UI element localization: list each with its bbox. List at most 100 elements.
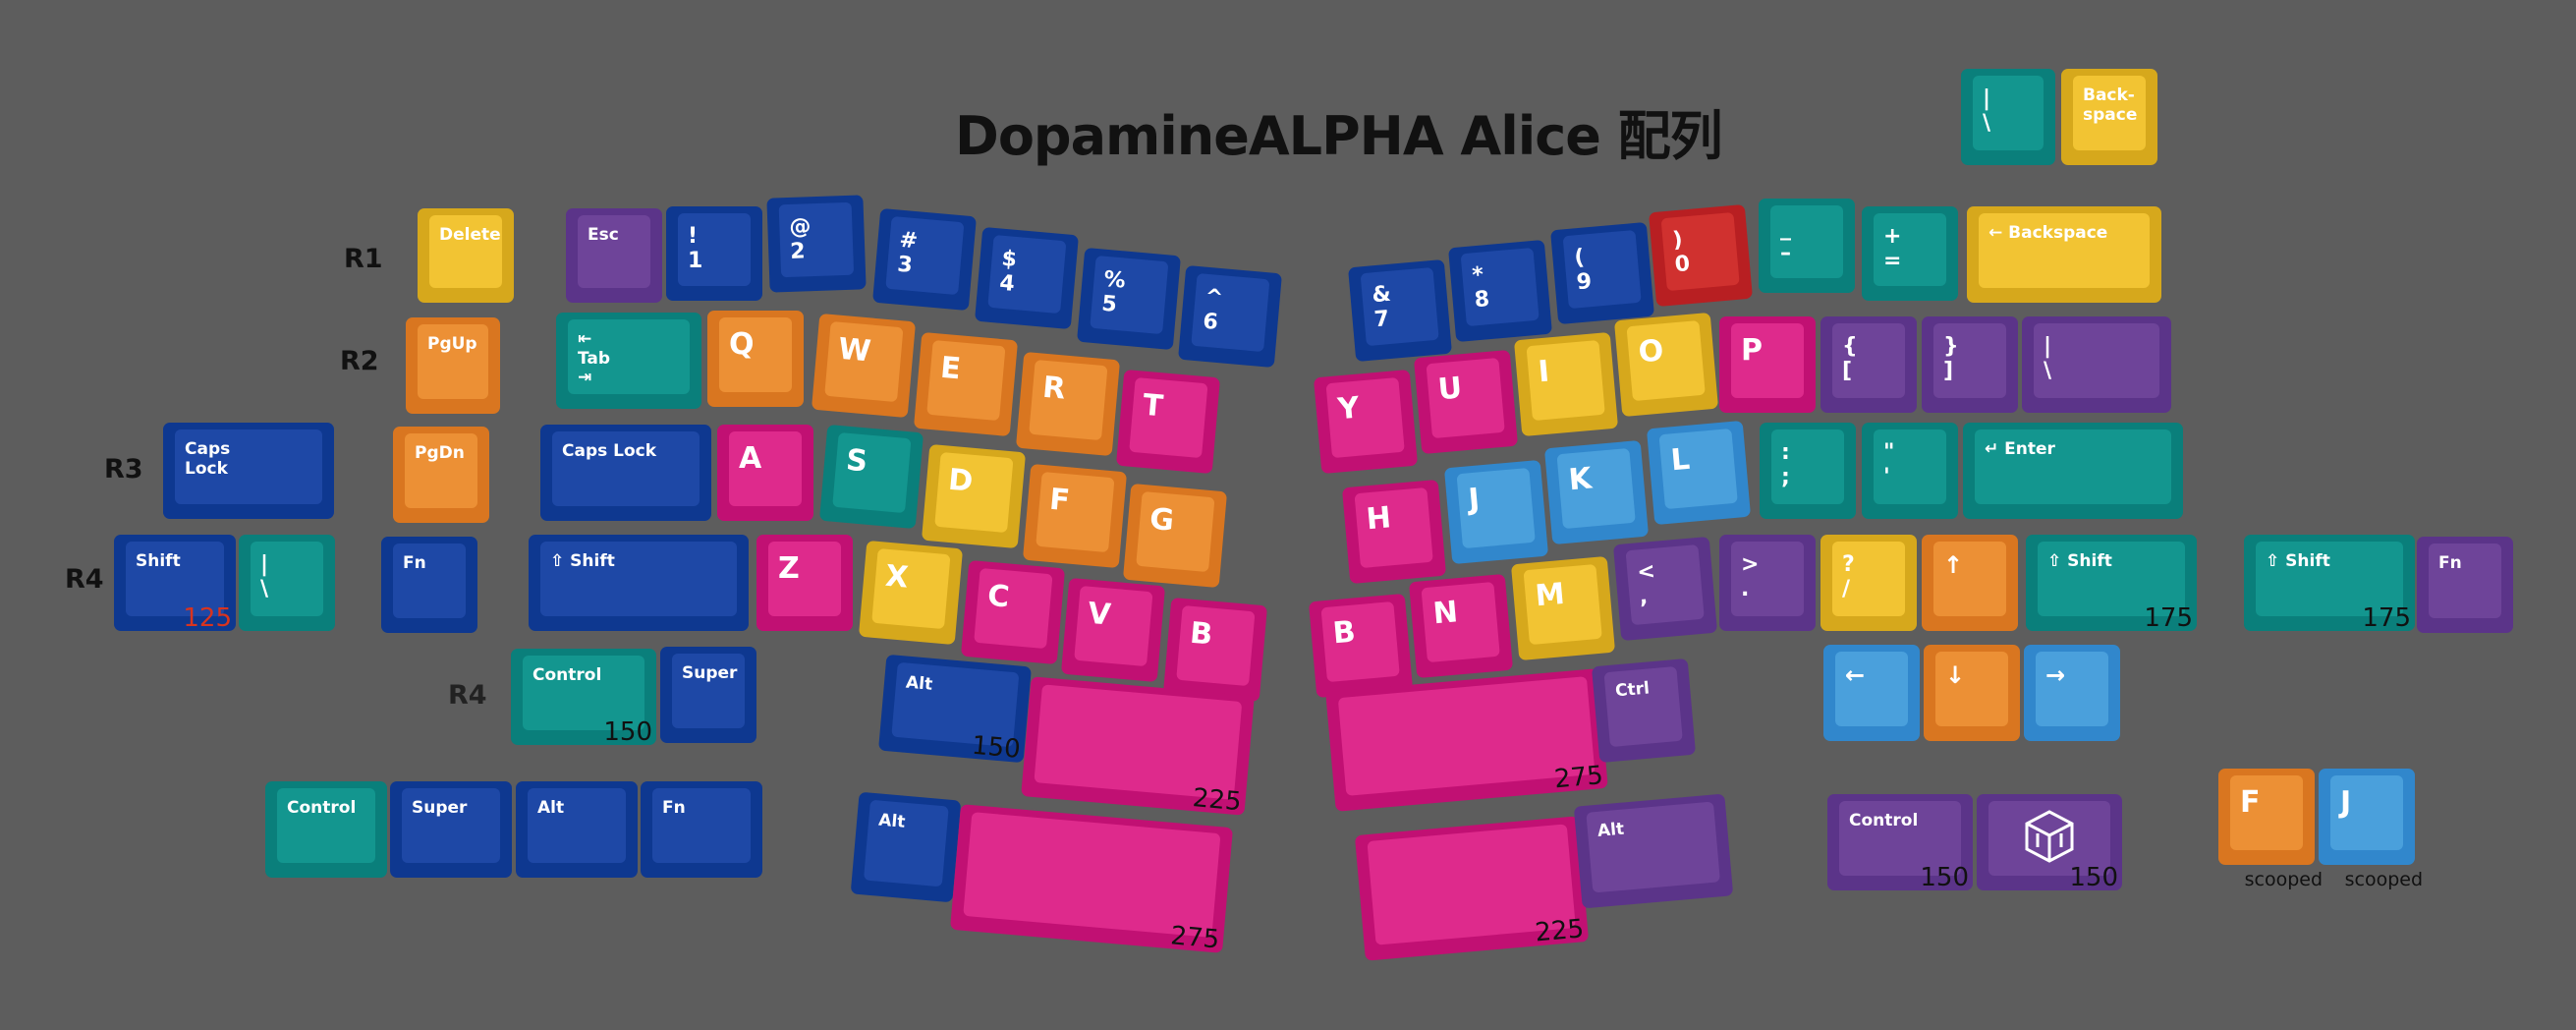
keycap-top xyxy=(1832,542,1905,616)
key-esc: Esc xyxy=(566,208,662,303)
key-legend: B xyxy=(1188,615,1214,653)
key-legend: H xyxy=(1365,500,1393,538)
keycap-top xyxy=(672,654,745,728)
key-legend: F xyxy=(2240,785,2261,820)
keycap-top xyxy=(1839,801,1961,876)
key-legend: T xyxy=(1141,387,1165,425)
key-legend: ⇧ Shift xyxy=(550,551,615,571)
key-legend: V xyxy=(1086,596,1113,633)
key-m: M xyxy=(1510,555,1616,661)
keycap-top xyxy=(552,431,700,506)
key-lbrace: { [ xyxy=(1820,316,1917,413)
row-label-r3: R3 xyxy=(104,454,143,485)
key-legend: : ; xyxy=(1781,440,1790,490)
key-legend: ) 0 xyxy=(1671,227,1692,278)
key-k: K xyxy=(1543,439,1650,545)
key-s: S xyxy=(818,424,924,530)
key-legend: + = xyxy=(1883,224,1902,274)
keycap-top xyxy=(1832,323,1905,398)
key-legend: U xyxy=(1436,371,1464,408)
key-legend: " ' xyxy=(1883,440,1895,490)
key-pipe-small: | \ xyxy=(239,535,335,631)
key-legend: ⇧ Shift xyxy=(2047,551,2112,571)
key-slash: ? / xyxy=(1820,535,1917,631)
key-legend: ↵ Enter xyxy=(1985,439,2055,459)
key-legend: ( 9 xyxy=(1573,245,1594,296)
key-fn-right: Fn xyxy=(2417,537,2513,633)
key-semi: : ; xyxy=(1760,423,1856,519)
key-legend: % 5 xyxy=(1100,266,1127,318)
key-legend: ? / xyxy=(1842,552,1855,602)
keycap-top xyxy=(2429,544,2501,618)
key-y: Y xyxy=(1313,369,1419,475)
key-legend: | \ xyxy=(2044,334,2052,384)
key-minus: _ – xyxy=(1759,199,1855,293)
page-title: DopamineALPHA Alice 配列 xyxy=(955,105,1723,167)
key-legend: } ] xyxy=(1943,334,1959,384)
key-k5: % 5 xyxy=(1077,247,1181,351)
key-d: D xyxy=(921,443,1027,549)
key-legend: B xyxy=(1331,614,1358,652)
key-legend: W xyxy=(836,331,872,370)
key-legend: < , xyxy=(1636,558,1656,610)
key-legend: E xyxy=(938,350,963,387)
keycap-top xyxy=(1731,323,1804,398)
keycap-top xyxy=(402,788,500,863)
keycap-top xyxy=(568,319,690,394)
row-label-r2: R2 xyxy=(340,346,379,376)
keycap-top xyxy=(1835,652,1908,726)
key-size-note: 125 xyxy=(183,603,232,633)
key-legend: Q xyxy=(729,327,755,362)
key-left: ← xyxy=(1823,645,1920,741)
keycap-top xyxy=(719,317,792,392)
key-legend: # 3 xyxy=(896,227,920,279)
key-k2: @ 2 xyxy=(766,195,867,293)
key-legend: C xyxy=(985,578,1011,615)
key-legend: Esc xyxy=(588,225,619,245)
key-legend: Control xyxy=(287,798,357,818)
key-legend: A xyxy=(739,441,762,476)
keycap-top xyxy=(251,542,323,616)
key-enter: ↵ Enter xyxy=(1963,423,2183,519)
keycap-top xyxy=(1770,205,1843,278)
keycap-top xyxy=(1933,323,2006,398)
key-legend: $ 4 xyxy=(998,246,1018,298)
key-z: Z xyxy=(756,535,853,631)
keycap-top xyxy=(1975,429,2171,504)
key-size-note: 150 xyxy=(1920,863,1969,892)
key-equal: + = xyxy=(1862,206,1958,301)
key-legend: @ 2 xyxy=(788,214,812,265)
keycap-top xyxy=(540,542,737,616)
key-legend: Alt xyxy=(537,798,565,818)
key-super2: Super xyxy=(390,781,512,878)
key-caps-left: Caps Lock xyxy=(163,423,334,519)
keycap-top xyxy=(2073,76,2146,150)
key-top-pipe: | \ xyxy=(1961,69,2055,165)
row-label-r4: R4 xyxy=(65,564,104,595)
key-legend: ↓ xyxy=(1945,661,1966,689)
keycap-top xyxy=(1874,429,1946,504)
key-x: X xyxy=(858,540,964,646)
key-down: ↓ xyxy=(1924,645,2020,741)
key-legend: Caps Lock xyxy=(185,439,231,479)
key-legend: { [ xyxy=(1842,334,1858,384)
key-v: V xyxy=(1060,577,1166,683)
key-o: O xyxy=(1613,312,1719,418)
key-p: P xyxy=(1719,316,1816,413)
key-legend: Super xyxy=(682,663,738,683)
key-q: Q xyxy=(707,311,804,407)
cube-logo-icon xyxy=(2025,810,2074,863)
keycap-top xyxy=(418,324,488,399)
key-size-note: 150 xyxy=(2069,863,2118,892)
row-label-r1: R1 xyxy=(344,244,383,274)
key-lshift: ⇧ Shift xyxy=(529,535,749,631)
key-n: N xyxy=(1408,573,1514,679)
key-l: L xyxy=(1646,420,1752,526)
key-pgdn: PgDn xyxy=(393,427,489,523)
key-legend: ↑ xyxy=(1943,551,1964,579)
key-size-note: 225 xyxy=(1534,914,1586,948)
